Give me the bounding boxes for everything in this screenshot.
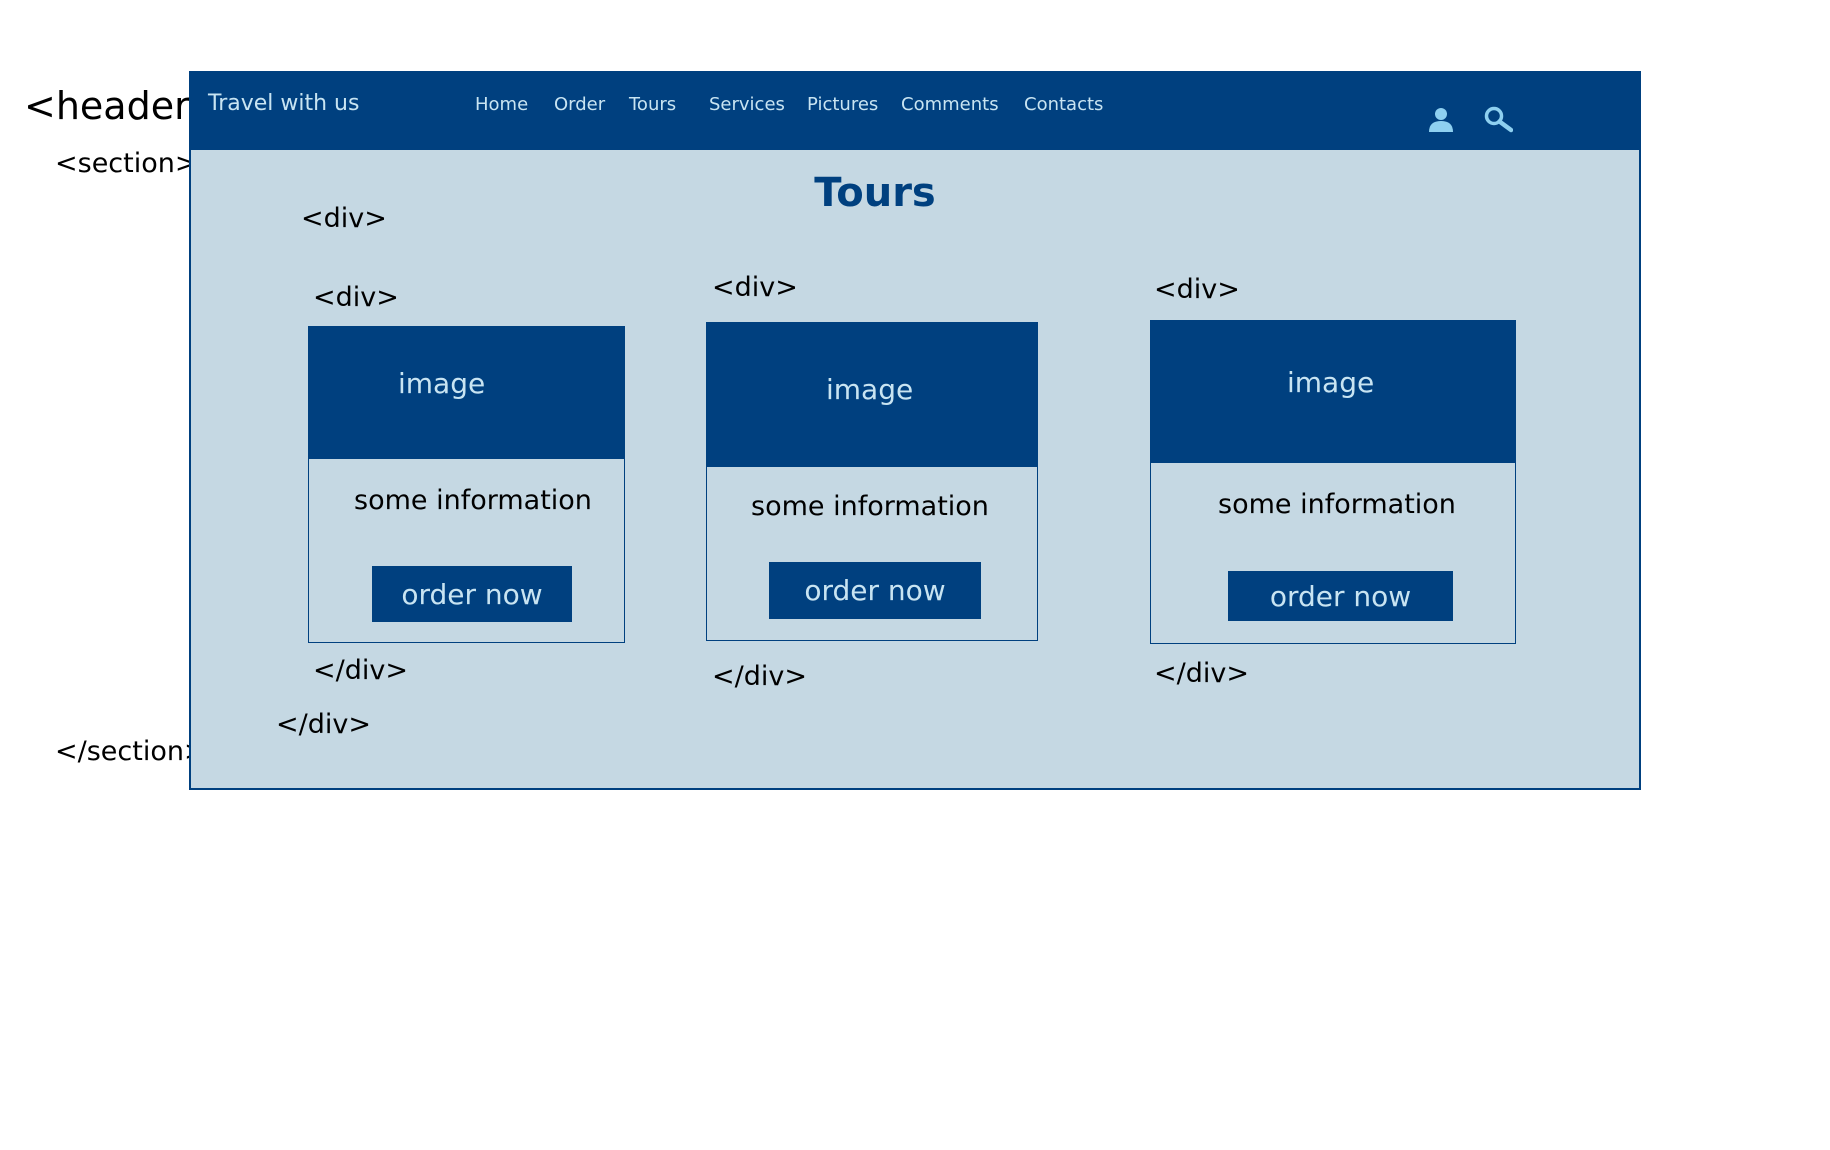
card-image: image	[707, 323, 1037, 467]
tour-card: image some information order now	[706, 322, 1038, 641]
tour-card: image some information order now	[308, 326, 625, 643]
search-icon[interactable]	[1483, 105, 1513, 135]
card-image: image	[309, 327, 624, 459]
page-frame: Travel with us Home Order Tours Services…	[189, 71, 1641, 790]
header-tag-label: <header>	[24, 84, 222, 128]
section-open-tag-label: <section>	[55, 148, 198, 179]
order-now-button[interactable]: order now	[372, 566, 572, 622]
outer-div-open-label: <div>	[301, 203, 387, 234]
order-now-button[interactable]: order now	[769, 562, 981, 619]
nav-order[interactable]: Order	[554, 94, 606, 115]
card1-div-open-label: <div>	[313, 282, 399, 313]
nav-comments[interactable]: Comments	[901, 94, 999, 115]
user-icon[interactable]	[1426, 105, 1456, 135]
section-close-tag-label: </section>	[55, 736, 207, 767]
outer-div-close-label: </div>	[276, 709, 371, 740]
site-header: Travel with us Home Order Tours Services…	[191, 73, 1639, 150]
brand-title[interactable]: Travel with us	[208, 91, 360, 116]
card2-div-open-label: <div>	[712, 272, 798, 303]
nav-contacts[interactable]: Contacts	[1024, 94, 1104, 115]
card3-div-open-label: <div>	[1154, 274, 1240, 305]
nav-pictures[interactable]: Pictures	[807, 94, 879, 115]
page-title: Tours	[814, 170, 936, 216]
nav-tours[interactable]: Tours	[629, 94, 677, 115]
card3-div-close-label: </div>	[1154, 658, 1249, 689]
card2-div-close-label: </div>	[712, 661, 807, 692]
card-info: some information	[751, 491, 989, 522]
card-info: some information	[1218, 489, 1456, 520]
card-image-label: image	[826, 373, 914, 406]
card-info: some information	[354, 485, 592, 516]
card1-div-close-label: </div>	[313, 655, 408, 686]
card-image: image	[1151, 321, 1515, 463]
order-now-button[interactable]: order now	[1228, 571, 1453, 621]
card-image-label: image	[398, 367, 486, 400]
nav-home[interactable]: Home	[475, 94, 529, 115]
nav-services[interactable]: Services	[709, 94, 785, 115]
card-image-label: image	[1287, 366, 1375, 399]
tour-card: image some information order now	[1150, 320, 1516, 644]
